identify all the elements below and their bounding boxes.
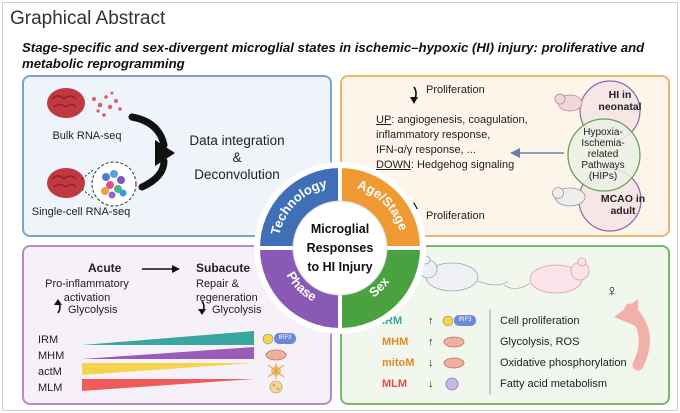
neonatal-label-2: neonatal: [598, 101, 642, 113]
sex-row-irm-arrow: ↑: [428, 315, 434, 327]
sex-row-mhm-effect: Glycolysis, ROS: [500, 336, 580, 348]
actm-wedge: [82, 363, 254, 375]
sex-row-mitom-label: mitoM: [382, 357, 415, 369]
bulk-rna-seq-label: Bulk RNA-seq: [52, 130, 122, 142]
phase-state-mlm: MLM: [38, 382, 63, 394]
female-mouse-icon: [503, 257, 590, 294]
sex-row-mhm-label: MHM: [382, 336, 409, 348]
sex-irf3-label: IRF3: [458, 317, 472, 323]
sex-irf3-icon: [442, 315, 476, 327]
center-title-2: Responses: [307, 241, 374, 255]
sex-row-irm-effect: Cell proliferation: [500, 315, 580, 327]
ampersand-label: &: [232, 150, 242, 165]
acute-desc-2: activation: [63, 292, 111, 304]
adult-label-2: adult: [610, 205, 636, 217]
data-integration-label: Data integration: [189, 133, 285, 148]
hips-label-3: related: [587, 149, 619, 160]
hips-label-1: Hypoxia-: [583, 127, 623, 138]
sex-row-mhm-arrow: ↑: [428, 336, 434, 348]
proliferation-bottom-label: Proliferation: [426, 210, 485, 222]
hips-arrow-head-icon: [510, 148, 520, 158]
subacute-desc-2: regeneration: [196, 292, 258, 304]
adult-mouse-icon: [552, 187, 586, 207]
sex-panel: ♂ ♀ IRM ↑ Cell proliferation MHM ↑ Glyco…: [340, 245, 670, 405]
phase-irf3-label: IRF3: [278, 335, 292, 341]
acute-label: Acute: [88, 261, 122, 275]
sex-row-mitom-arrow: ↓: [428, 357, 434, 369]
deconvolution-label: Deconvolution: [194, 167, 280, 182]
neonatal-label-1: HI in: [608, 89, 632, 101]
phase-illustration: [54, 265, 296, 394]
mhm-wedge: [82, 347, 254, 359]
figure-title: Graphical Abstract: [10, 8, 166, 29]
phase-state-irm: IRM: [38, 334, 59, 346]
mitochondria-icon: [265, 349, 287, 361]
activated-cell-icon: [267, 363, 285, 379]
adult-label-1: MCAO in: [600, 193, 646, 205]
sex-lipid-icon: [445, 377, 459, 391]
subacute-desc-1: Repair &: [196, 278, 239, 290]
female-symbol: ♀: [606, 283, 618, 300]
phase-arrow-head-icon: [172, 265, 180, 273]
subacute-glycolysis-label: Glycolysis: [212, 304, 262, 316]
single-cell-rna-seq-label: Single-cell RNA-seq: [31, 206, 131, 218]
technology-illustration: [47, 88, 175, 207]
sex-illustration: [418, 255, 650, 395]
bulk-cells-icon: [92, 91, 122, 117]
single-cell-tissue-icon: [47, 168, 85, 198]
sex-mito-icon: [443, 357, 465, 369]
irf3-icon: [262, 333, 296, 345]
center-title-1: Microglial: [311, 222, 369, 236]
neonatal-mouse-icon: [554, 93, 583, 112]
sex-row-mlm-effect: Fatty acid metabolism: [500, 378, 607, 390]
mlm-wedge: [82, 379, 254, 391]
age-line-2: inflammatory response,: [376, 129, 491, 141]
sex-mitochondria-icon: [443, 336, 465, 348]
sex-row-mlm-label: MLM: [382, 378, 408, 390]
center-ring: Technology Age/Stage Phase Sex Microglia…: [254, 162, 426, 334]
ring-center: [292, 200, 388, 296]
single-cell-clusters-icon: [91, 161, 137, 207]
up-label: UP: [376, 114, 392, 126]
age-stage-panel: Proliferation UP: angiogenesis, coagulat…: [340, 75, 670, 237]
sex-row-mitom-effect: Oxidative phosphorylation: [500, 357, 627, 369]
sex-row-mlm-arrow: ↓: [428, 378, 434, 390]
technology-panel: Bulk RNA-seq Single-cell RNA-seq Data in…: [22, 75, 332, 237]
up-text: : angiogenesis, coagulation,: [391, 114, 528, 126]
down-text: : Hedgehog signaling: [410, 159, 515, 171]
center-title-3: to HI Injury: [307, 260, 372, 274]
acute-glycolysis-label: Glycolysis: [68, 304, 118, 316]
age-illustration: [410, 80, 642, 232]
age-line-3: IFN-α/γ response, ...: [376, 144, 476, 156]
bulk-tissue-icon: [47, 88, 85, 118]
hips-label-2: Ischemia-: [581, 138, 625, 149]
lipid-cell-icon: [269, 380, 283, 394]
down-label: DOWN: [376, 159, 411, 171]
phase-state-actm: actM: [38, 366, 62, 378]
hips-label-4: Pathways: [581, 160, 625, 171]
hips-label-5: (HIPs): [588, 171, 618, 182]
arrow-head-icon: [155, 140, 175, 166]
acute-desc-1: Pro-inflammatory: [45, 278, 129, 290]
merge-arrow-icon: [128, 113, 168, 191]
hips-circle: [567, 118, 641, 192]
irm-wedge: [82, 331, 254, 345]
subacute-label: Subacute: [196, 261, 251, 275]
male-mouse-icon: [418, 255, 509, 292]
proliferation-top-label: Proliferation: [426, 84, 485, 96]
phase-state-mhm: MHM: [38, 350, 65, 362]
figure-subtitle: Stage-specific and sex-divergent microgl…: [22, 40, 645, 71]
